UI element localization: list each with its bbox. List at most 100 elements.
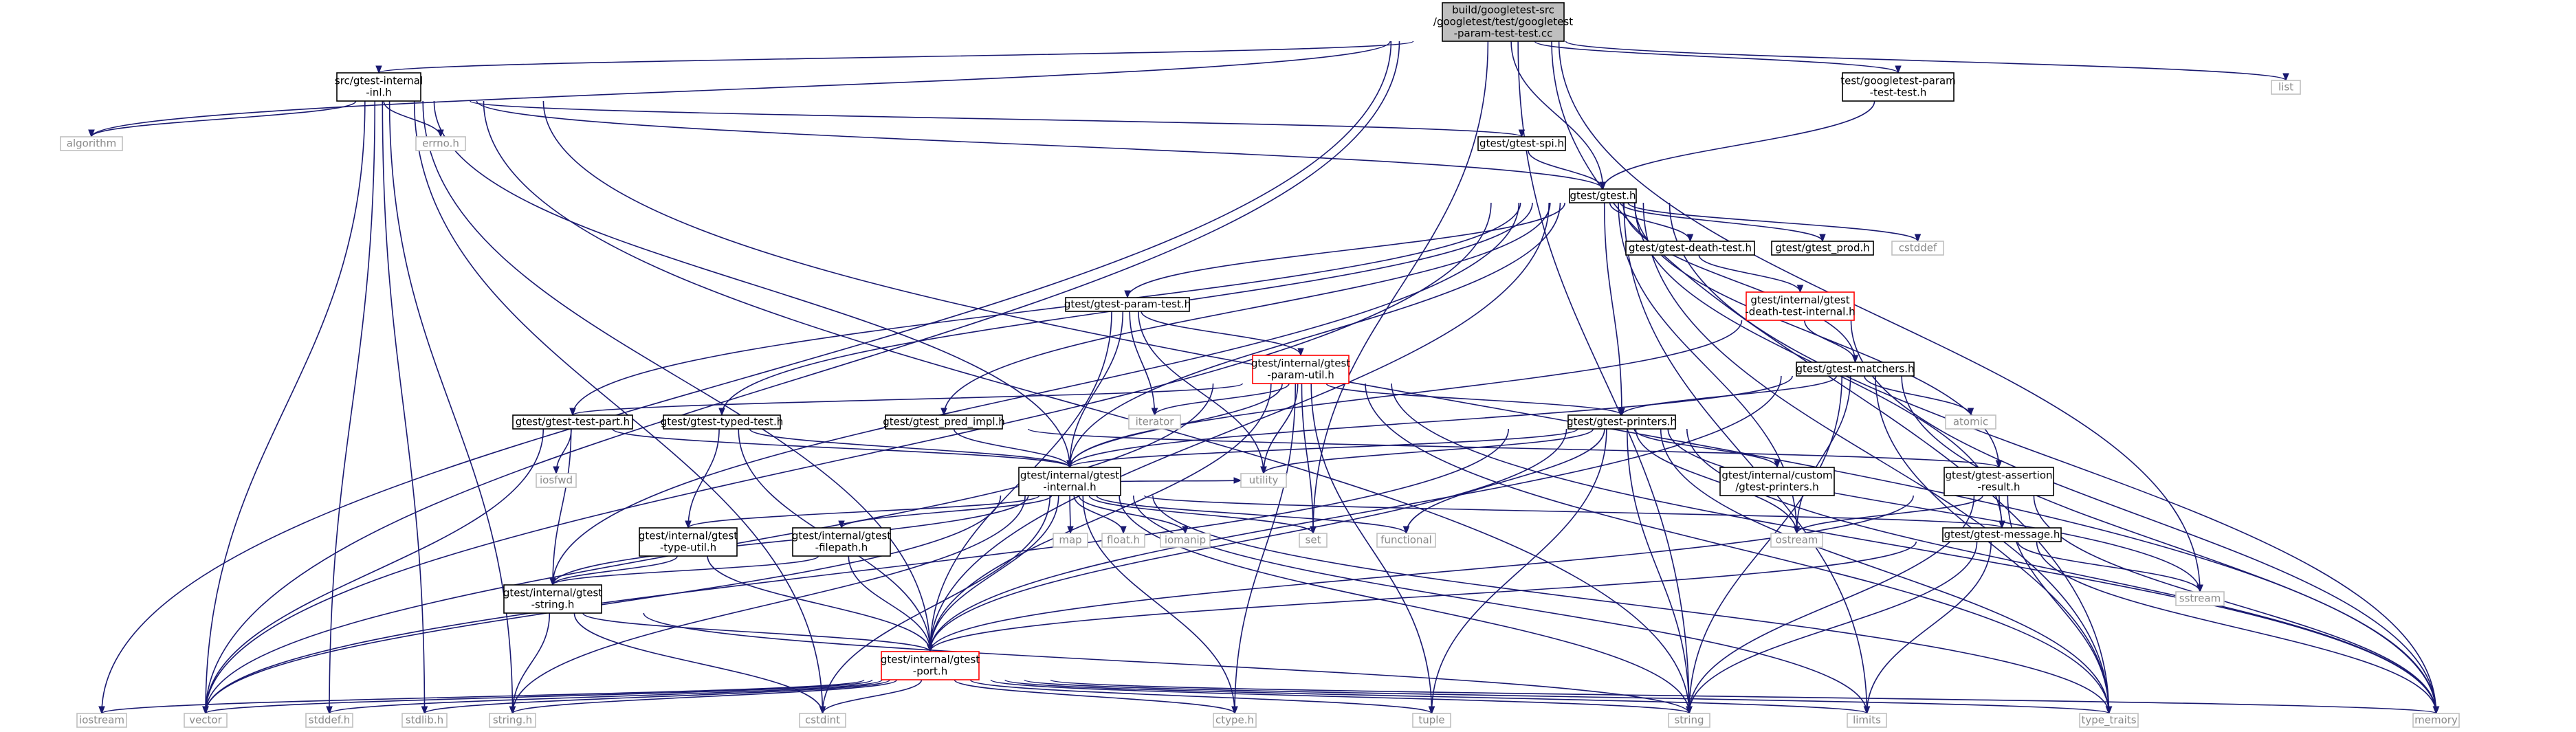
edge-port-to-stdlibh — [421, 679, 890, 715]
node-prod[interactable]: gtest/gtest_prod.h — [1771, 241, 1874, 256]
node-box — [1101, 533, 1145, 548]
node-map: map — [1053, 533, 1088, 548]
edge-paramutil-to-testpart — [569, 383, 1244, 417]
node-box — [184, 713, 228, 728]
node-label: limits — [1853, 714, 1881, 727]
node-label: ctype.h — [1215, 714, 1254, 727]
node-label: gtest/internal/gtest — [503, 587, 602, 599]
node-label: errno.h — [422, 137, 459, 150]
node-label: iterator — [1136, 416, 1175, 428]
edge-port-to-memory — [1050, 679, 2440, 715]
node-box — [536, 473, 577, 488]
edge-root-to-ptt — [1534, 41, 1902, 74]
node-sstream: sstream — [2175, 591, 2225, 606]
node-tuple: tuple — [1412, 713, 1451, 728]
node-box — [1847, 713, 1887, 728]
node-paramutil[interactable]: gtest/internal/gtest-param-util.h — [1251, 355, 1350, 384]
node-string-int[interactable]: gtest/internal/gtest-string.h — [503, 584, 602, 614]
edge-message-to-sstream — [2017, 541, 2203, 593]
node-dti[interactable]: gtest/internal/gtest-death-test-internal… — [1745, 291, 1856, 321]
node-box — [512, 414, 633, 430]
node-floath: float.h — [1101, 533, 1145, 548]
edge-message-to-limits — [1863, 541, 1992, 715]
edge-port-to-vector — [202, 679, 873, 715]
node-label: utility — [1249, 474, 1279, 487]
node-deathtest[interactable]: gtest/gtest-death-test.h — [1625, 241, 1755, 256]
edge-root-to-sstream — [1558, 41, 2203, 593]
edge-internal-to-set — [1088, 495, 1317, 535]
node-predimpl[interactable]: gtest/gtest_pred_impl.h — [883, 414, 1005, 430]
edge-printers-to-string — [1627, 428, 1693, 715]
node-list: list — [2271, 80, 2301, 95]
node-iterator: iterator — [1128, 414, 1181, 430]
node-message[interactable]: gtest/gtest-message.h — [1942, 527, 2062, 542]
node-label: functional — [1380, 534, 1432, 546]
node-label: gtest/gtest-typed-test.h — [661, 416, 784, 428]
node-label: gtest/internal/gtest — [1020, 469, 1119, 482]
node-box — [792, 527, 891, 557]
node-label: algorithm — [67, 137, 116, 150]
edge-string_int-to-port — [582, 612, 934, 653]
node-typedtest[interactable]: gtest/gtest-typed-test.h — [661, 414, 784, 430]
node-box — [76, 713, 127, 728]
node-label: build/googletest-src — [1452, 4, 1554, 16]
node-label: gtest/gtest-spi.h — [1479, 137, 1564, 150]
node-paramtest[interactable]: gtest/gtest-param-test.h — [1064, 297, 1191, 312]
edge-internal-to-utility — [1120, 477, 1242, 484]
node-label: test/googletest-param — [1840, 75, 1956, 87]
node-iostream: iostream — [76, 713, 127, 728]
node-label: gtest/gtest_prod.h — [1775, 242, 1870, 255]
edge-root-to-iostream — [98, 41, 1392, 715]
node-box — [1299, 533, 1328, 548]
node-box — [1065, 297, 1190, 312]
edge-paramutil-to-tuple — [1310, 383, 1435, 715]
node-label: string — [1674, 714, 1704, 727]
node-gtest[interactable]: gtest/gtest.h — [1569, 188, 1637, 203]
node-box — [1891, 241, 1944, 256]
node-label: gtest/gtest-matchers.h — [1796, 363, 1914, 375]
edge-paramutil-to-iterator — [1151, 383, 1290, 417]
node-filepath[interactable]: gtest/internal/gtest-filepath.h — [792, 527, 891, 557]
edge-internal-to-port — [927, 495, 1059, 653]
edge-paramutil-to-ctype — [1231, 383, 1297, 715]
node-typeutil[interactable]: gtest/internal/gtest-type-util.h — [639, 527, 738, 557]
node-utility: utility — [1240, 473, 1287, 488]
edge-message-to-port — [927, 541, 1917, 653]
node-box — [1771, 241, 1874, 256]
node-box — [1240, 473, 1287, 488]
node-testpart[interactable]: gtest/gtest-test-part.h — [512, 414, 633, 430]
node-printers[interactable]: gtest/gtest-printers.h — [1567, 414, 1677, 430]
node-label: -type-util.h — [660, 542, 716, 554]
node-ptt[interactable]: test/googletest-param-test-test.h — [1840, 72, 1956, 102]
node-box — [1770, 533, 1823, 548]
node-internal[interactable]: gtest/internal/gtest-internal.h — [1018, 467, 1121, 496]
edge-deathtest-to-dti — [1698, 254, 1804, 293]
edge-inl-to-gtest — [476, 100, 1607, 190]
node-label: -filepath.h — [815, 542, 868, 554]
node-custom[interactable]: gtest/internal/custom/gtest-printers.h — [1719, 467, 1835, 496]
edge-inl-to-internal — [433, 100, 1073, 469]
node-box — [1053, 533, 1088, 548]
node-port[interactable]: gtest/internal/gtest-port.h — [881, 651, 980, 680]
edge-port-to-limits — [1004, 679, 1871, 715]
node-label: iosfwd — [540, 474, 573, 487]
node-spi[interactable]: gtest/gtest-spi.h — [1477, 136, 1566, 151]
edge-inl-to-algorithm — [88, 100, 357, 138]
node-inl[interactable]: src/gtest-internal-inl.h — [335, 72, 423, 102]
node-label: stdlib.h — [406, 714, 443, 727]
node-box — [799, 713, 846, 728]
node-root: build/googletest-src/googletest/test/goo… — [1433, 2, 1573, 42]
edge-filepath-to-string_int — [549, 555, 819, 586]
node-label: gtest/gtest-assertion — [1945, 469, 2052, 482]
node-ctype: ctype.h — [1213, 713, 1257, 728]
edge-ptt-to-gtest — [1599, 100, 1875, 190]
edge-internal-to-functional — [1096, 495, 1410, 535]
edge-matchers-to-atomic — [1864, 375, 1974, 417]
node-matchers[interactable]: gtest/gtest-matchers.h — [1796, 362, 1915, 377]
node-assertion[interactable]: gtest/gtest-assertion-result.h — [1944, 467, 2054, 496]
node-box — [1376, 533, 1436, 548]
node-label: sstream — [2179, 592, 2221, 605]
edge-gtest-to-paramtest — [1124, 202, 1565, 299]
node-box — [1477, 136, 1566, 151]
